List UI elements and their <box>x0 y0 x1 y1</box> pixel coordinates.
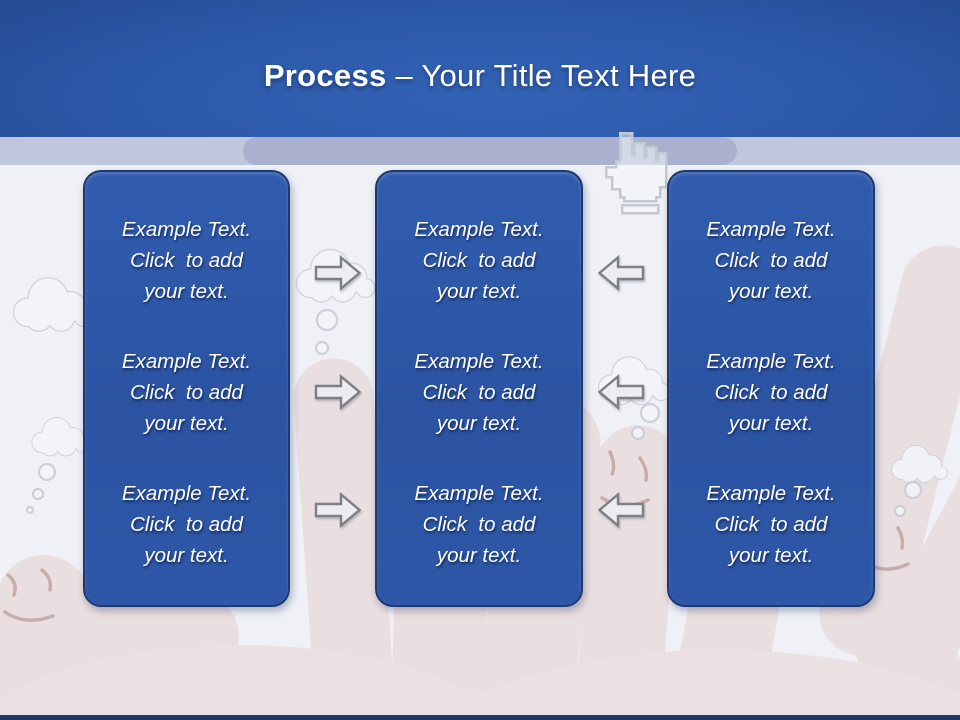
text-placeholder[interactable]: Example Text. Click to add your text. <box>706 350 836 435</box>
block-arrow-left-icon <box>597 373 645 411</box>
process-box-middle: Example Text. Click to add your text. Ex… <box>375 170 583 607</box>
title-bold: Process <box>263 57 387 93</box>
page-title: Process – Your Title Text Here <box>264 44 696 94</box>
toolbar-band <box>0 137 960 165</box>
toolbar-band-inner <box>243 137 737 165</box>
text-placeholder[interactable]: Example Text. Click to add your text. <box>706 218 836 303</box>
process-box-left: Example Text. Click to add your text. Ex… <box>83 170 290 607</box>
block-arrow-right-icon <box>314 373 362 411</box>
slide-header: Process – Your Title Text Here <box>0 0 960 137</box>
block-arrow-left-icon <box>597 491 645 529</box>
text-placeholder[interactable]: Example Text. Click to add your text. <box>121 482 252 567</box>
text-placeholder[interactable]: Example Text. Click to add your text. <box>121 350 252 435</box>
text-placeholder[interactable]: Example Text. Click to add your text. <box>706 482 836 567</box>
text-placeholder[interactable]: Example Text. Click to add your text. <box>414 482 544 567</box>
text-placeholder[interactable]: Example Text. Click to add your text. <box>121 218 252 303</box>
process-box-right: Example Text. Click to add your text. Ex… <box>667 170 875 607</box>
block-arrow-right-icon <box>314 491 362 529</box>
footer-bar <box>0 715 960 720</box>
text-placeholder[interactable]: Example Text. Click to add your text. <box>414 218 544 303</box>
block-arrow-left-icon <box>597 254 645 292</box>
title-rest: – Your Title Text Here <box>386 57 697 93</box>
block-arrow-right-icon <box>314 254 362 292</box>
text-placeholder[interactable]: Example Text. Click to add your text. <box>414 350 544 435</box>
